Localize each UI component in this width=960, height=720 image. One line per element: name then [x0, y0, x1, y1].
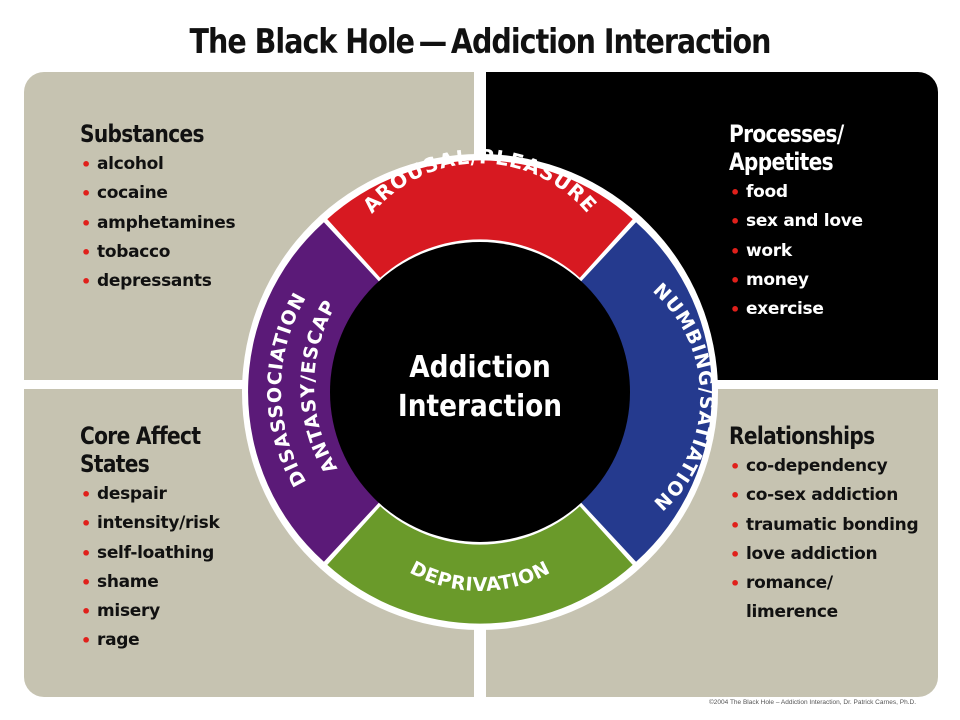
bullet-icon: •	[81, 242, 91, 262]
bullet-icon: •	[730, 515, 740, 535]
list-item: •exercise	[729, 295, 879, 324]
list-item: •intensity/risk	[80, 509, 240, 538]
bullet-icon: •	[81, 514, 91, 534]
list-item: •misery	[80, 597, 240, 626]
substances-block: Substances •alcohol •cocaine •amphetamin…	[80, 120, 280, 296]
center-disc	[330, 242, 630, 542]
core-affect-states-heading: Core Affect States	[80, 422, 201, 478]
bullet-icon: •	[81, 543, 91, 563]
center-label-line1: Addiction	[409, 349, 550, 384]
list-item: •amphetamines	[80, 209, 280, 238]
bullet-icon: •	[81, 184, 91, 204]
list-item: •co-dependency	[729, 452, 929, 481]
list-item: •love addiction	[729, 540, 929, 569]
list-item: •rage	[80, 626, 240, 655]
list-item: •self-loathing	[80, 539, 240, 568]
bullet-icon: •	[730, 212, 740, 232]
center-label-line2: Interaction	[398, 388, 562, 423]
list-item: •food	[729, 178, 879, 207]
bullet-icon: •	[730, 183, 740, 202]
list-item: •shame	[80, 568, 240, 597]
processes-heading: Processes/ Appetites	[729, 120, 844, 176]
substances-list: •alcohol •cocaine •amphetamines •tobacco…	[80, 150, 280, 296]
bullet-icon: •	[81, 572, 91, 592]
ring-segment-disassociation	[248, 222, 382, 562]
bullet-icon: •	[81, 485, 91, 504]
relationships-heading: Relationships	[729, 422, 875, 450]
list-item: •depressants	[80, 267, 280, 296]
bullet-icon: •	[81, 631, 91, 651]
bullet-icon: •	[730, 457, 740, 476]
core-affect-states-list: •despair •intensity/risk •self-loathing …	[80, 480, 240, 656]
list-item: •co-sex addiction	[729, 481, 929, 510]
ring-segment-deprivation	[327, 506, 633, 624]
list-item: •alcohol	[80, 150, 280, 179]
list-item: •despair	[80, 480, 240, 509]
bullet-icon: •	[730, 544, 740, 564]
processes-block: Processes/ Appetites •food •sex and love…	[729, 120, 879, 324]
substances-heading: Substances	[80, 120, 204, 148]
core-affect-states-block: Core Affect States •despair •intensity/r…	[80, 422, 240, 656]
list-item: •work	[729, 237, 879, 266]
bullet-icon: •	[81, 272, 91, 292]
page-title: The Black Hole — Addiction Interaction	[189, 22, 772, 62]
list-item: •cocaine	[80, 179, 280, 208]
list-item: •tobacco	[80, 238, 280, 267]
bullet-icon: •	[730, 574, 740, 594]
bullet-icon: •	[730, 486, 740, 506]
bullet-icon: •	[730, 300, 740, 320]
ring-segment-arousal-pleasure	[327, 160, 633, 278]
bullet-icon: •	[81, 155, 91, 174]
list-item: •romance/ limerence	[729, 569, 856, 628]
ring-segment-numbing-satiation	[578, 222, 712, 562]
bullet-icon: •	[730, 241, 740, 261]
relationships-list: •co-dependency •co-sex addiction •trauma…	[729, 452, 929, 628]
bullet-icon: •	[81, 213, 91, 233]
bullet-icon: •	[730, 270, 740, 290]
processes-list: •food •sex and love •work •money •exerci…	[729, 178, 879, 324]
relationships-block: Relationships •co-dependency •co-sex add…	[729, 422, 929, 628]
list-item: •traumatic bonding	[729, 511, 929, 540]
bullet-icon: •	[81, 602, 91, 622]
list-item: •money	[729, 266, 879, 295]
copyright-notice: ©2004 The Black Hole – Addiction Interac…	[709, 699, 916, 706]
list-item: •sex and love	[729, 207, 879, 236]
